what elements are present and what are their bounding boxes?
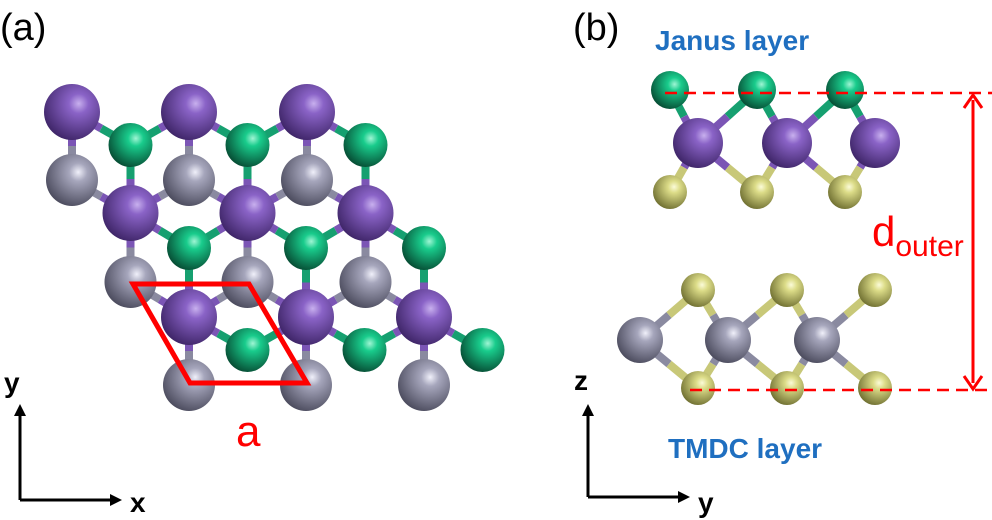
yellow-atom	[653, 175, 687, 209]
axis-z-label: z	[574, 365, 588, 396]
purple-atom	[219, 185, 276, 241]
panel-a-label: (a)	[0, 7, 46, 49]
axes-a	[18, 412, 114, 502]
purple-atom	[161, 84, 217, 140]
yellow-atom	[770, 273, 804, 307]
green-atom	[342, 328, 387, 372]
green-atom	[343, 123, 388, 167]
gray-atom	[398, 359, 450, 411]
green-atom	[167, 226, 211, 270]
purple-atom	[850, 118, 900, 168]
gray-atom	[705, 317, 751, 363]
purple-atom	[396, 289, 452, 345]
arrow-head-x	[110, 494, 122, 506]
green-atom	[738, 71, 776, 109]
axes-b	[586, 412, 682, 499]
yellow-atom	[858, 371, 892, 405]
arrow-head-z	[582, 404, 594, 416]
green-atom	[460, 328, 505, 372]
gray-atom	[339, 256, 392, 308]
purple-atom	[44, 84, 100, 140]
yellow-atom	[770, 371, 804, 405]
yellow-atom	[828, 175, 862, 209]
purple-atom	[337, 185, 394, 241]
purple-atom	[279, 84, 335, 140]
atoms	[44, 71, 900, 411]
green-atom	[826, 71, 864, 109]
tmdc-layer-label: TMDC layer	[668, 433, 822, 464]
green-atom	[108, 123, 153, 167]
yellow-atom	[681, 371, 715, 405]
green-atom	[225, 123, 270, 167]
purple-atom	[762, 118, 812, 168]
green-atom	[402, 226, 446, 270]
purple-atom	[278, 289, 334, 345]
yellow-atom	[681, 273, 715, 307]
purple-atom	[102, 185, 159, 241]
panel-b-label: (b)	[573, 7, 619, 49]
gray-atom	[617, 317, 663, 363]
gray-atom	[281, 154, 333, 206]
gray-atom	[46, 154, 98, 206]
arrow-head-bottom	[962, 375, 984, 392]
janus-layer-label: Janus layer	[655, 25, 809, 56]
arrow-head-top	[962, 92, 984, 109]
gray-atom	[163, 154, 215, 206]
unit-cell-outline	[128, 281, 312, 386]
green-atom	[651, 71, 689, 109]
arrow-head-y	[14, 404, 26, 416]
lattice-constant-label: a	[236, 407, 261, 456]
purple-atom	[673, 118, 723, 168]
gray-atom	[794, 317, 840, 363]
green-atom	[225, 328, 270, 372]
green-atom	[284, 226, 328, 270]
purple-atom	[161, 289, 217, 345]
axis-y-label: y	[4, 367, 20, 398]
axis-y-label-b: y	[698, 487, 714, 518]
yellow-atom	[740, 175, 774, 209]
yellow-atom	[858, 273, 892, 307]
distance-label: douter	[872, 208, 964, 263]
arrow-head-y-b	[678, 491, 690, 503]
axis-x-label: x	[130, 487, 146, 518]
